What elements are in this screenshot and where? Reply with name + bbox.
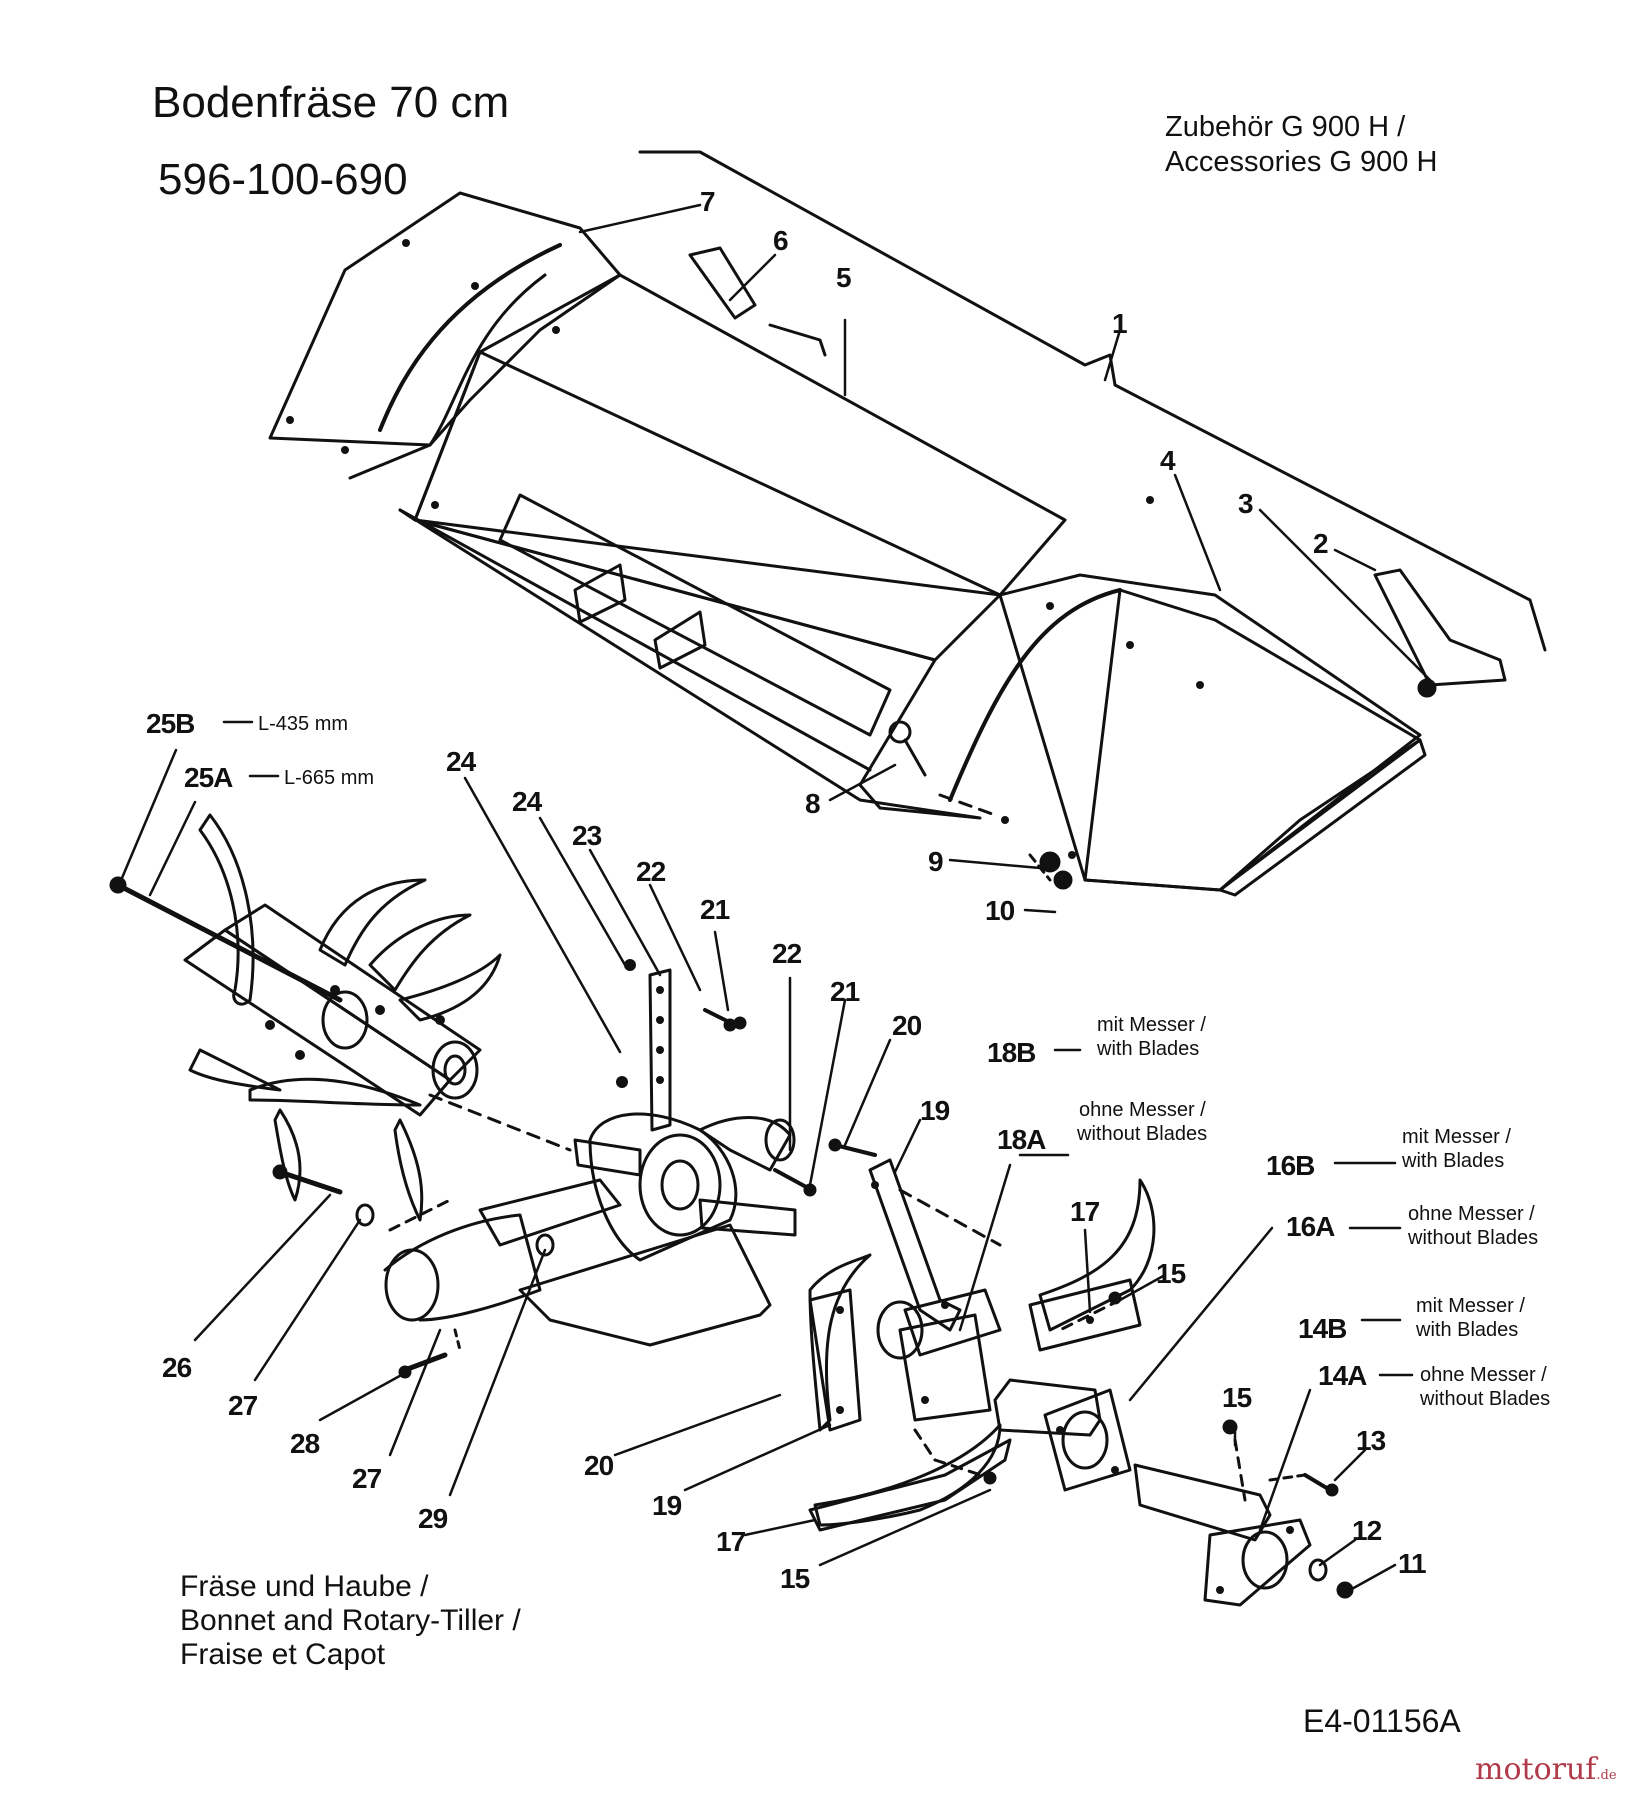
part-number-18a: 18A (997, 1124, 1046, 1155)
part-number-17-upper: 17 (1070, 1196, 1100, 1227)
part-number-21-lower: 21 (830, 976, 860, 1007)
accessories-line2: Accessories G 900 H (1165, 146, 1438, 178)
note-length-25a: L-665 mm (284, 767, 375, 789)
part-number-29: 29 (418, 1503, 448, 1534)
part-number-10: 10 (985, 895, 1015, 926)
part-number-24-upper: 24 (446, 746, 476, 777)
part-number-27-upper: 27 (228, 1390, 258, 1421)
note-18b-with-blades: with Blades (1097, 1038, 1200, 1060)
part-number-22-upper: 22 (636, 856, 666, 887)
gearbox-drawing (383, 959, 1002, 1379)
note-14b-mit-messer: mit Messer / (1416, 1295, 1525, 1317)
note-18a-without-blades: without Blades (1077, 1123, 1208, 1145)
note-14b-with-blades: with Blades (1416, 1319, 1519, 1341)
part-number-16a: 16A (1286, 1211, 1335, 1242)
note-16a-without-blades: without Blades (1408, 1227, 1539, 1249)
part-number-27-lower: 27 (352, 1463, 382, 1494)
note-16b-mit-messer: mit Messer / (1402, 1126, 1511, 1148)
flange-drawing (808, 1158, 1354, 1607)
part-number-12: 12 (1352, 1515, 1382, 1546)
note-18a-ohne-messer: ohne Messer / (1079, 1099, 1206, 1121)
part-number-25a: 25A (184, 762, 233, 793)
part-number-2: 2 (1313, 528, 1329, 559)
note-16b-with-blades: with Blades (1402, 1150, 1505, 1172)
note-18b-mit-messer: mit Messer / (1097, 1014, 1206, 1036)
caption-line1: Fräse und Haube / (180, 1570, 429, 1603)
part-number-20-upper: 20 (892, 1010, 922, 1041)
part-number-21-upper: 21 (700, 894, 730, 925)
part-number-25b: 25B (146, 708, 195, 739)
part-number-19-upper: 19 (920, 1095, 950, 1126)
caption-line2: Bonnet and Rotary-Tiller / (180, 1604, 521, 1637)
title-line1: Bodenfräse 70 cm (152, 78, 510, 127)
accessories-line1: Zubehör G 900 H / (1165, 111, 1406, 143)
part-number-7: 7 (700, 186, 716, 217)
leader-lines (120, 203, 1432, 1592)
part-number-20-lower: 20 (584, 1450, 614, 1481)
caption-line3: Fraise et Capot (180, 1638, 386, 1671)
part-number-16b: 16B (1266, 1150, 1315, 1181)
part-number-23: 23 (572, 820, 602, 851)
title-line2: 596-100-690 (158, 155, 408, 204)
part-number-15-lower: 15 (780, 1563, 810, 1594)
tiller-hood-drawing (268, 150, 1547, 897)
part-number-14b: 14B (1298, 1313, 1347, 1344)
part-number-13: 13 (1356, 1425, 1386, 1456)
watermark-main: motoruf (1475, 1752, 1597, 1787)
note-14a-without-blades: without Blades (1420, 1388, 1551, 1410)
tiller-blades-drawing (109, 813, 572, 1232)
part-number-1: 1 (1112, 308, 1128, 339)
note-16a-ohne-messer: ohne Messer / (1408, 1203, 1535, 1225)
part-number-5: 5 (836, 262, 852, 293)
part-number-19-lower: 19 (652, 1490, 682, 1521)
part-number-8: 8 (805, 788, 821, 819)
part-number-6: 6 (773, 225, 789, 256)
part-number-18b: 18B (987, 1037, 1036, 1068)
watermark: motoruf.de (1475, 1752, 1617, 1787)
note-14a-ohne-messer: ohne Messer / (1420, 1364, 1547, 1386)
part-number-24-lower: 24 (512, 786, 542, 817)
part-number-17-lower: 17 (716, 1526, 746, 1557)
part-number-4: 4 (1160, 445, 1176, 476)
part-number-15-middle: 15 (1222, 1382, 1252, 1413)
part-number-15-upper: 15 (1156, 1258, 1186, 1289)
part-number-3: 3 (1238, 488, 1254, 519)
part-number-26: 26 (162, 1352, 192, 1383)
note-length-25b: L-435 mm (258, 713, 349, 735)
part-number-28: 28 (290, 1428, 320, 1459)
part-number-22-lower: 22 (772, 938, 802, 969)
drawing-number: E4-01156A (1303, 1703, 1461, 1739)
part-number-11: 11 (1398, 1548, 1427, 1579)
part-number-14a: 14A (1318, 1360, 1367, 1391)
watermark-suffix: .de (1596, 1768, 1617, 1783)
part-number-9: 9 (928, 846, 944, 877)
